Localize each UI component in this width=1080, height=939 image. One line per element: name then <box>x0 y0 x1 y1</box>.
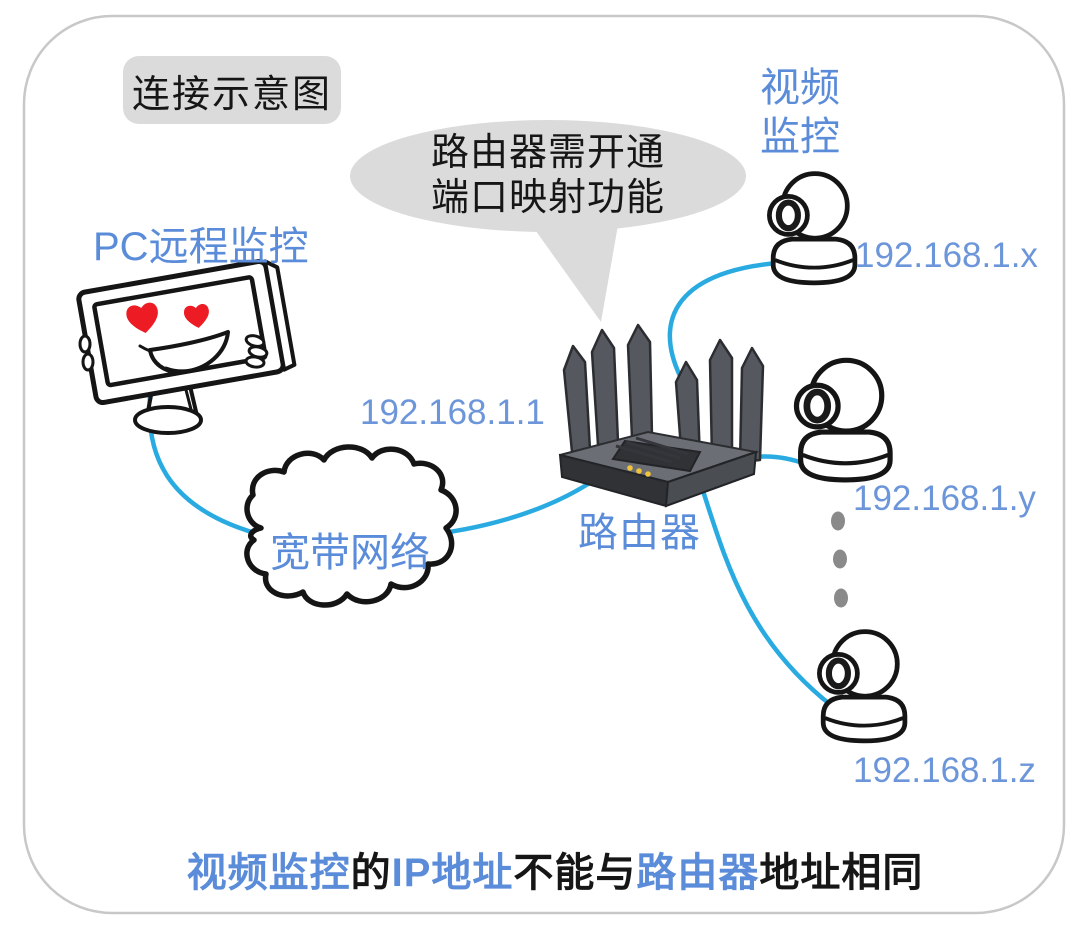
camera-icon-3 <box>819 632 905 741</box>
bottom-note: 视频监控的IP地址不能与路由器地址相同 <box>0 840 1080 898</box>
note-segment: 路由器 <box>636 851 760 895</box>
camera1-ip-address: 192.168.1.x <box>855 236 1038 275</box>
speech-bubble-line1: 路由器需开通 <box>430 132 665 174</box>
speech-bubble-text: 路由器需开通 端口映射功能 <box>350 131 746 221</box>
router-illustration <box>558 323 765 508</box>
broadband-network-label: 宽带网络 <box>270 531 430 575</box>
video-surveillance-label-line1: 视频 <box>760 66 840 110</box>
pc-remote-monitor-label: PC远程监控 <box>93 225 309 269</box>
note-segment: 视频监控 <box>186 851 351 895</box>
speech-bubble-line2: 端口映射功能 <box>430 177 665 219</box>
camera-icon-2 <box>796 360 890 480</box>
note-segment: 的 <box>350 851 392 895</box>
connection-line-router-camera3 <box>701 491 835 709</box>
diagram-title: 连接示意图 <box>123 56 341 124</box>
note-segment: 地址相同 <box>759 851 924 895</box>
camera2-ip-address: 192.168.1.y <box>853 479 1036 518</box>
video-surveillance-label: 视频 监控 <box>740 64 860 162</box>
camera-icon-1 <box>769 174 855 283</box>
more-cameras-ellipsis <box>831 511 848 608</box>
note-segment: IP地址 <box>391 851 514 895</box>
diagram-title-text: 连接示意图 <box>131 73 332 116</box>
connection-line-router-camera1 <box>667 259 798 379</box>
router-ip-address: 192.168.1.1 <box>360 393 545 432</box>
video-surveillance-label-line2: 监控 <box>760 115 840 159</box>
router-label: 路由器 <box>578 511 701 555</box>
outer-border <box>22 14 1066 915</box>
pc-monitor-illustration <box>76 258 297 435</box>
speech-bubble-shape <box>350 120 746 322</box>
camera3-ip-address: 192.168.1.z <box>853 751 1036 790</box>
note-segment: 不能与 <box>513 851 637 895</box>
cloud-shape <box>244 444 459 608</box>
